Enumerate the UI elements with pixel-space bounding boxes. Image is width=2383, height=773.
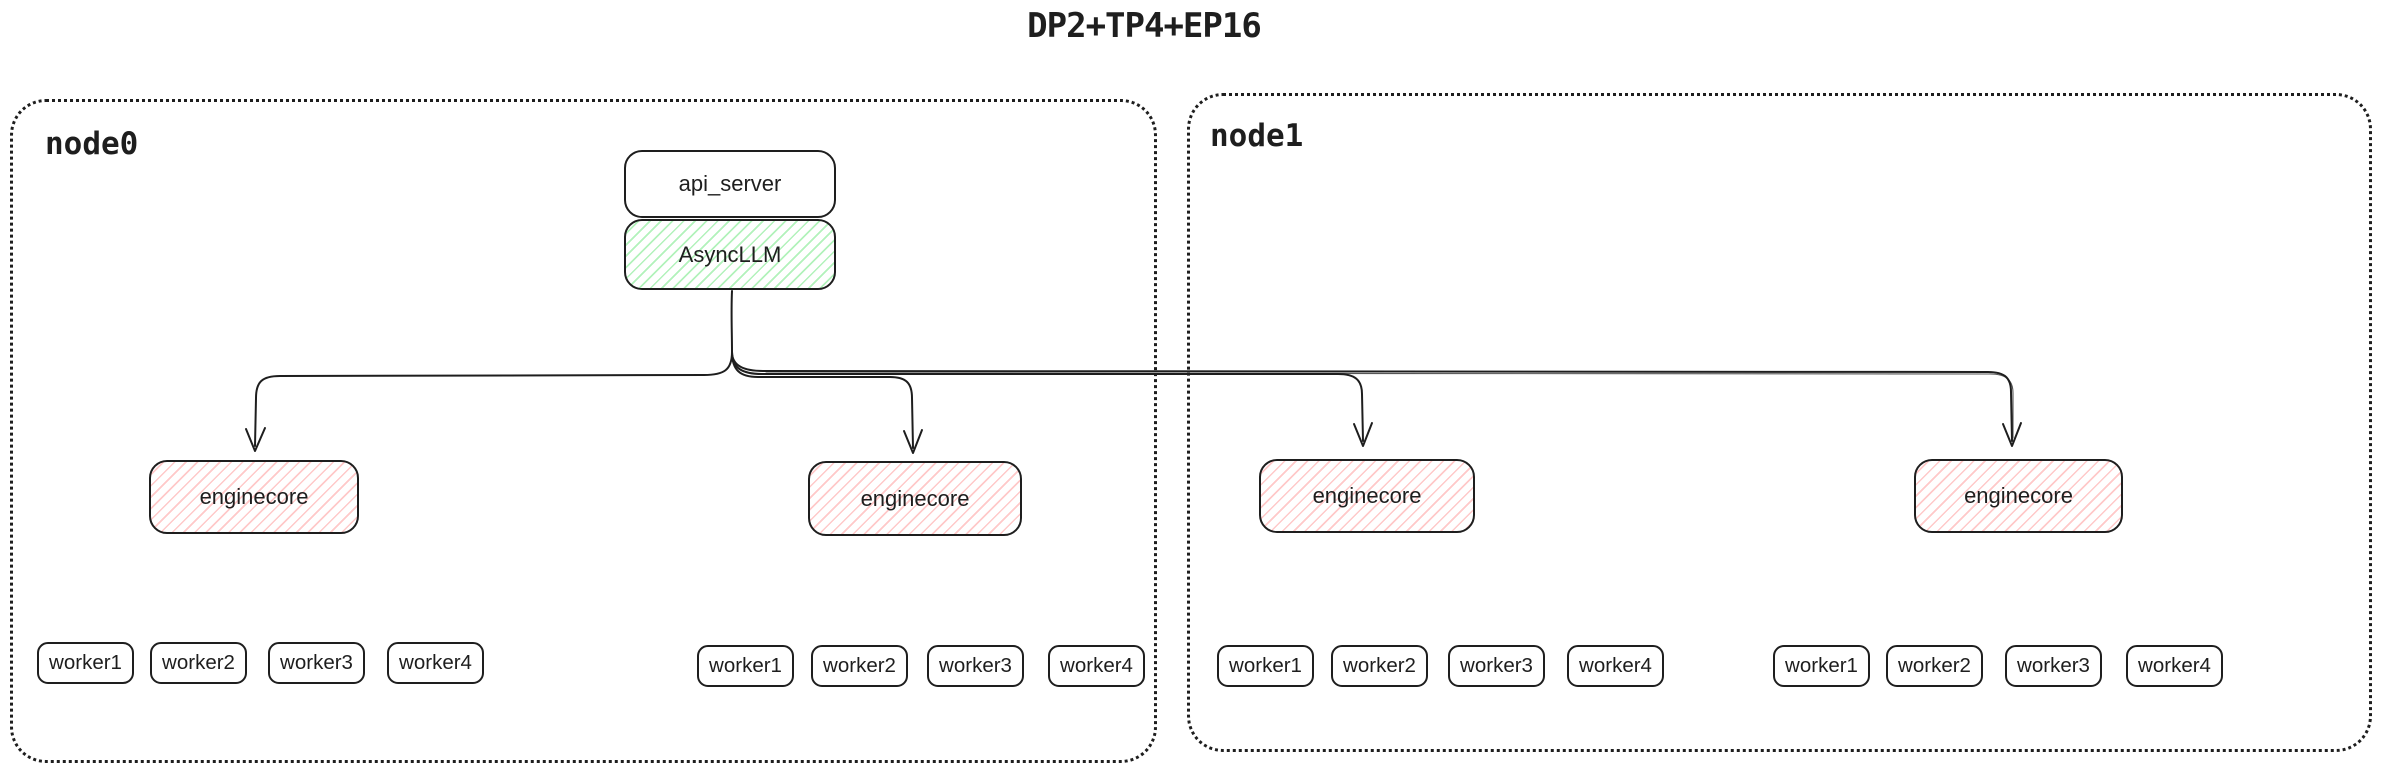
enginecore-label: enginecore xyxy=(1964,483,2073,508)
enginecore-box-2: enginecore xyxy=(808,461,1022,536)
worker-label: worker1 xyxy=(1785,654,1858,677)
worker-label: worker1 xyxy=(709,654,782,677)
worker-label: worker3 xyxy=(1460,654,1533,677)
enginecore-box-4: enginecore xyxy=(1914,459,2123,533)
api-server-label: api_server xyxy=(678,171,782,196)
worker-box: worker3 xyxy=(268,642,365,684)
worker-label: worker2 xyxy=(823,654,896,677)
enginecore-label: enginecore xyxy=(860,485,970,511)
worker-label: worker4 xyxy=(399,651,472,674)
worker-box: worker4 xyxy=(387,642,484,684)
worker-label: worker3 xyxy=(939,654,1012,677)
worker-label: worker1 xyxy=(49,651,122,674)
asyncllm-label: AsyncLLM xyxy=(678,241,782,267)
enginecore-box-1: enginecore xyxy=(149,460,359,534)
enginecore-label: enginecore xyxy=(1312,483,1422,508)
worker-box: worker4 xyxy=(2126,645,2223,687)
worker-label: worker4 xyxy=(2138,654,2211,677)
worker-box: worker1 xyxy=(697,645,794,687)
worker-label: worker2 xyxy=(1898,654,1971,677)
worker-box: worker4 xyxy=(1567,645,1664,687)
worker-label: worker2 xyxy=(162,651,235,674)
api-server-box: api_server xyxy=(624,150,836,218)
worker-label: worker1 xyxy=(1229,654,1302,677)
worker-label: worker2 xyxy=(1343,654,1416,677)
worker-label: worker4 xyxy=(1579,654,1652,677)
worker-box: worker4 xyxy=(1048,645,1145,687)
worker-box: worker3 xyxy=(1448,645,1545,687)
worker-label: worker3 xyxy=(2017,654,2090,677)
enginecore-box-3: enginecore xyxy=(1259,459,1475,533)
diagram-title: DP2+TP4+EP16 xyxy=(1027,6,1262,46)
worker-box: worker1 xyxy=(1217,645,1314,687)
worker-box: worker2 xyxy=(1886,645,1983,687)
worker-box: worker3 xyxy=(927,645,1024,687)
enginecore-label: enginecore xyxy=(199,484,309,509)
worker-box: worker1 xyxy=(37,642,134,684)
node1-label: node1 xyxy=(1210,118,1304,154)
worker-box: worker1 xyxy=(1773,645,1870,687)
node0-label: node0 xyxy=(45,126,139,162)
worker-box: worker3 xyxy=(2005,645,2102,687)
asyncllm-box: AsyncLLM xyxy=(624,219,836,290)
worker-box: worker2 xyxy=(811,645,908,687)
worker-box: worker2 xyxy=(1331,645,1428,687)
worker-label: worker3 xyxy=(280,651,353,674)
worker-label: worker4 xyxy=(1060,654,1133,677)
worker-box: worker2 xyxy=(150,642,247,684)
